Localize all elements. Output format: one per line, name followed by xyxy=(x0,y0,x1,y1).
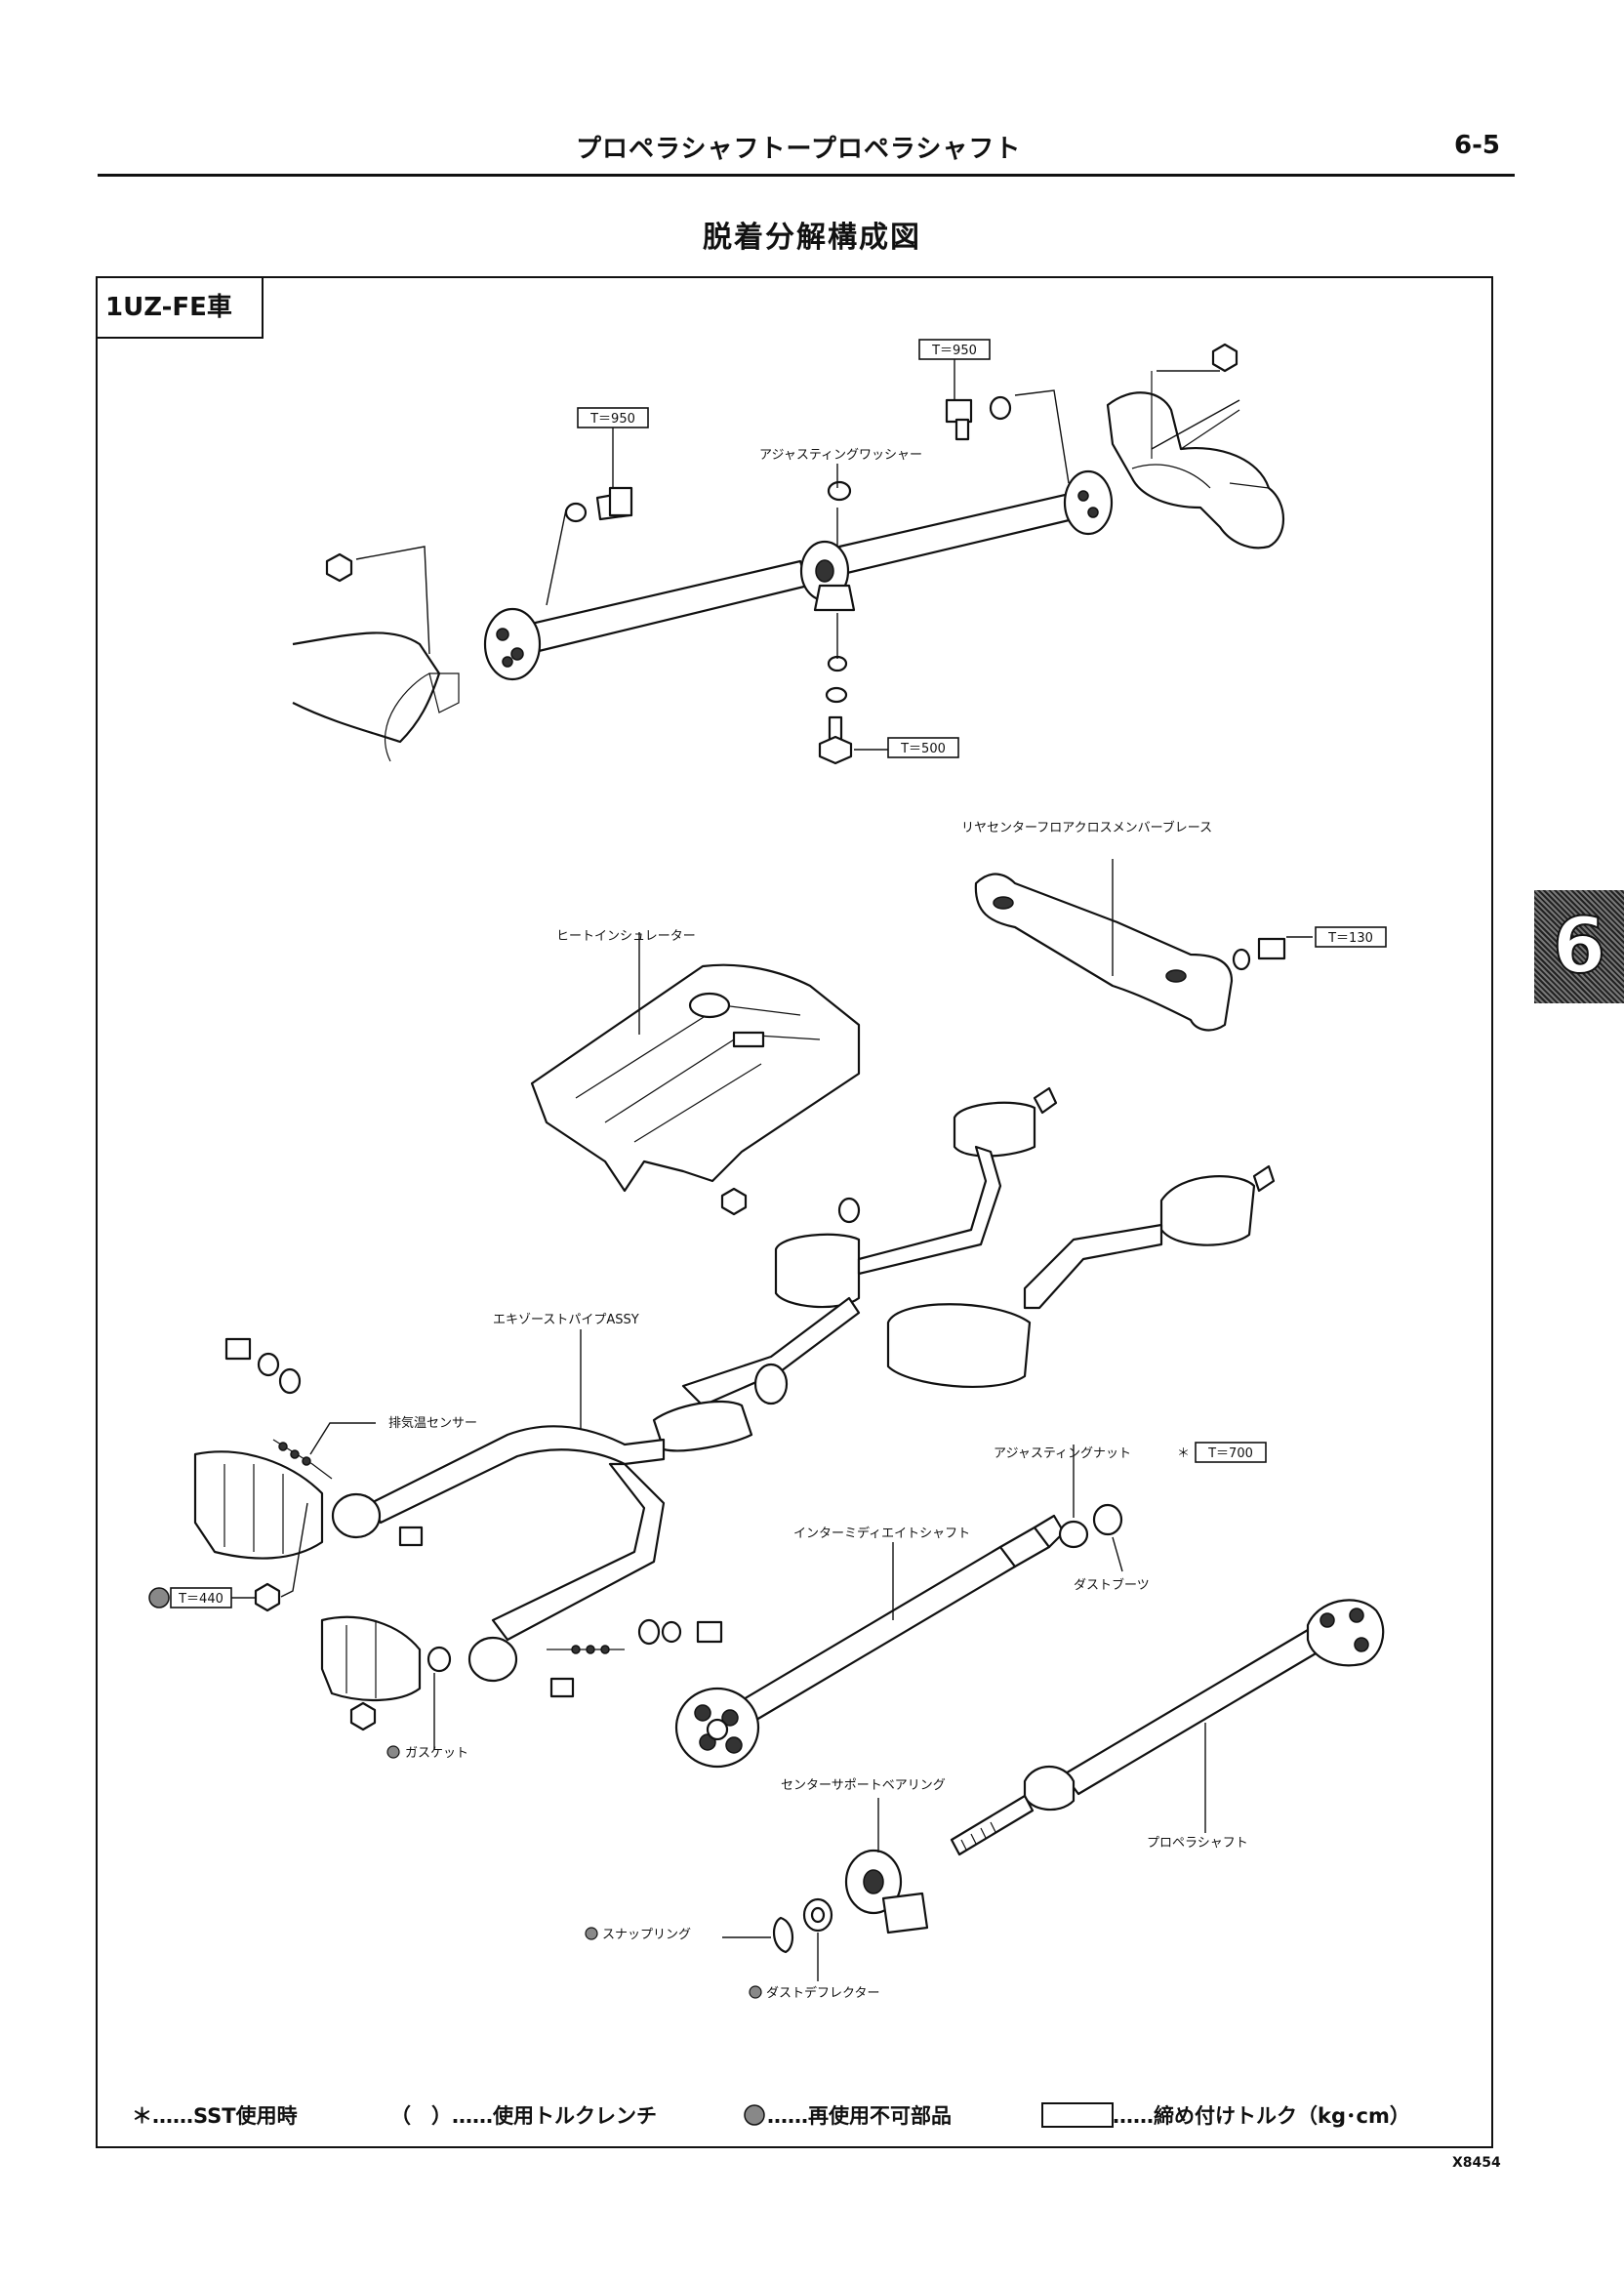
svg-text:T＝950: T＝950 xyxy=(589,412,635,427)
label-adjusting-nut: アジャスティングナット xyxy=(994,1446,1131,1461)
legend-tightening-torque: ……締め付けトルク（kg･cm） xyxy=(1113,2104,1410,2128)
nut-front xyxy=(325,552,353,583)
torque-box-t130: T＝130 xyxy=(1315,926,1387,948)
label-rear-brace: リヤセンターフロアクロスメンバーブレース xyxy=(961,820,1212,835)
label-dust-deflector: ダストデフレクター xyxy=(766,1985,879,2001)
torque-box-t700: T＝700 xyxy=(1195,1442,1267,1463)
snap-ring-icon xyxy=(585,1927,598,1940)
intermediate-shaft xyxy=(674,1445,1123,1769)
label-intermediate-shaft: インターミディエイトシャフト xyxy=(793,1526,970,1541)
svg-text:T＝440: T＝440 xyxy=(178,1592,223,1607)
torque-box-icon xyxy=(1041,2102,1114,2128)
image-code: X8454 xyxy=(1452,2155,1501,2171)
header-title: プロペラシャフトープロペラシャフト xyxy=(576,135,1022,164)
exhaust-pipe-assy xyxy=(193,1086,1276,1750)
legend-sst: ＊……SST使用時 xyxy=(132,2104,298,2128)
gasket-icon xyxy=(386,1745,400,1759)
label-exhaust-pipe: エキゾーストパイプASSY xyxy=(493,1313,639,1327)
label-propeller-shaft: プロペラシャフト xyxy=(1147,1836,1248,1851)
label-snap-ring: スナップリング xyxy=(602,1928,691,1942)
header-rule xyxy=(98,174,1515,177)
label-heat-insulator: ヒートインシュレーター xyxy=(556,929,696,944)
torque-box-t500: T＝500 xyxy=(887,737,959,758)
label-gasket: ガスケット xyxy=(405,1746,468,1761)
svg-text:T＝950: T＝950 xyxy=(931,344,977,358)
dust-deflector-icon xyxy=(749,1985,762,1999)
torque-box-t950-front: T＝950 xyxy=(577,407,649,428)
legend-non-reusable: ……再使用不可部品 xyxy=(767,2104,952,2128)
label-adjusting-washer: アジャスティングワッシャー xyxy=(759,448,922,463)
legend-torque-wrench: （ ）……使用トルクレンチ xyxy=(390,2104,657,2128)
torque-box-t440: T＝440 xyxy=(148,1587,232,1608)
svg-text:T＝700: T＝700 xyxy=(1207,1446,1253,1461)
label-dust-boot: ダストブーツ xyxy=(1074,1577,1150,1593)
section-tab[interactable]: 6 xyxy=(1534,890,1624,1003)
legend: ＊……SST使用時 （ ）……使用トルクレンチ ……再使用不可部品 ……締め付け… xyxy=(132,2102,1410,2128)
diagram-title: 脱着分解構成図 xyxy=(703,221,921,255)
non-reusable-icon xyxy=(744,2104,765,2126)
heat-insulator xyxy=(530,932,861,1216)
propeller-shaft-top xyxy=(292,343,1285,765)
label-exhaust-temp-sensor: 排気温センサー xyxy=(388,1415,477,1431)
svg-text:T＝500: T＝500 xyxy=(900,742,946,756)
rear-brace xyxy=(974,859,1313,1032)
label-adjusting-nut-mark: ＊ xyxy=(1177,1446,1190,1461)
svg-text:T＝130: T＝130 xyxy=(1327,931,1373,946)
page-number: 6-5 xyxy=(1454,131,1500,160)
diagram-frame xyxy=(96,276,1493,2148)
center-support-bearing xyxy=(722,1798,929,1981)
label-center-support-bearing: センターサポートベアリング xyxy=(781,1778,946,1793)
torque-box-t950-rear: T＝950 xyxy=(918,339,991,360)
propeller-shaft-lower xyxy=(950,1599,1385,1856)
model-tag: 1UZ-FE車 xyxy=(96,276,264,339)
